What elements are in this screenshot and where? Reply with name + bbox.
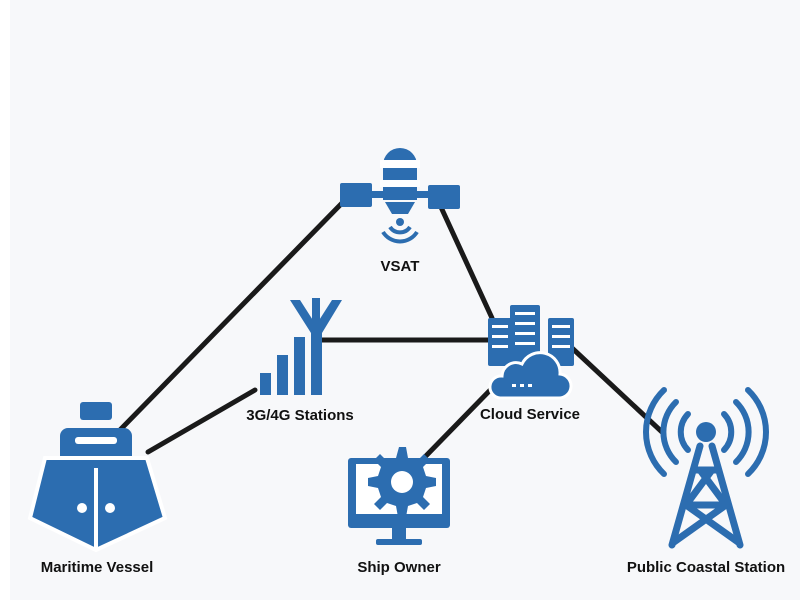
- monitor-gear-icon: [348, 447, 450, 545]
- cloud-label: Cloud Service: [480, 406, 580, 423]
- vsat-label: VSAT: [381, 258, 420, 275]
- vessel-label: Maritime Vessel: [41, 559, 154, 576]
- link-vessel-stations: [145, 387, 258, 455]
- radio-tower-icon: [643, 387, 769, 549]
- coastal-label: Public Coastal Station: [627, 559, 785, 576]
- link-vsat-cloud: [437, 202, 495, 321]
- ship-icon: [27, 402, 168, 553]
- cell-tower-signal-icon: [260, 298, 342, 395]
- link-owner-cloud: [417, 377, 503, 465]
- owner-label: Ship Owner: [357, 559, 441, 576]
- cloud-server-icon: [488, 305, 574, 400]
- stations-label: 3G/4G Stations: [246, 407, 354, 424]
- satellite-icon: [340, 148, 460, 244]
- link-vessel-vsat: [115, 197, 348, 435]
